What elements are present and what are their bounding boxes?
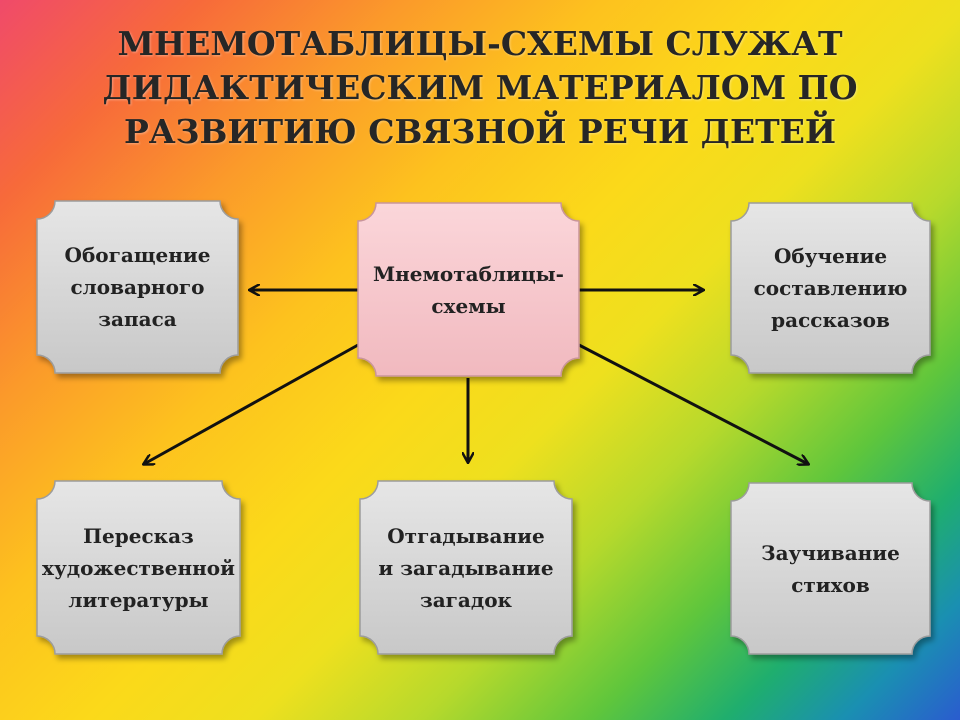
poems-line-1: Заучивание — [761, 540, 900, 565]
retelling-box — [36, 480, 241, 655]
riddles-line-3: загадок — [419, 587, 513, 612]
vocabulary-node-label: Обогащение словарного запаса — [37, 201, 238, 373]
storytelling-box — [730, 202, 931, 374]
riddles-line-1: Отгадывание — [387, 523, 545, 548]
retelling-node-label: Пересказ художественной литературы — [37, 481, 240, 654]
center-box — [357, 202, 580, 377]
storytelling-node-label: Обучение составлению рассказов — [731, 203, 930, 373]
vocabulary-line-2: словарного — [70, 275, 205, 299]
storytelling-line-1: Обучение — [773, 244, 888, 268]
riddles-line-2: и загадывание — [378, 555, 554, 580]
storytelling-line-2: составлению — [753, 276, 908, 300]
title-line-2: ДИДАКТИЧЕСКИМ МАТЕРИАЛОМ ПО — [102, 68, 858, 107]
vocabulary-line-3: запаса — [98, 307, 177, 331]
vocabulary-box — [36, 200, 239, 374]
riddles-box — [359, 480, 573, 655]
title-line-3: РАЗВИТИЮ СВЯЗНОЙ РЕЧИ ДЕТЕЙ — [123, 112, 837, 151]
poems-line-2: стихов — [791, 572, 870, 597]
title-line-1: МНЕМОТАБЛИЦЫ-СХЕМЫ СЛУЖАТ — [117, 24, 843, 63]
riddles-node-label: Отгадывание и загадывание загадок — [360, 481, 572, 654]
storytelling-line-3: рассказов — [771, 308, 890, 332]
center-line-2: схемы — [431, 293, 506, 318]
poems-box — [730, 482, 931, 655]
retelling-line-3: литературы — [68, 587, 209, 612]
arrow-to-poems — [578, 343, 808, 464]
retelling-line-1: Пересказ — [83, 523, 194, 548]
arrow-to-retelling — [144, 343, 359, 464]
center-node-label: Мнемотаблицы- схемы — [358, 203, 579, 376]
page-title: МНЕМОТАБЛИЦЫ-СХЕМЫ СЛУЖАТ ДИДАКТИЧЕСКИМ … — [60, 22, 900, 154]
center-line-1: Мнемотаблицы- — [373, 261, 564, 286]
retelling-line-2: художественной — [42, 555, 235, 580]
vocabulary-line-1: Обогащение — [64, 243, 211, 267]
poems-node-label: Заучивание стихов — [731, 483, 930, 654]
